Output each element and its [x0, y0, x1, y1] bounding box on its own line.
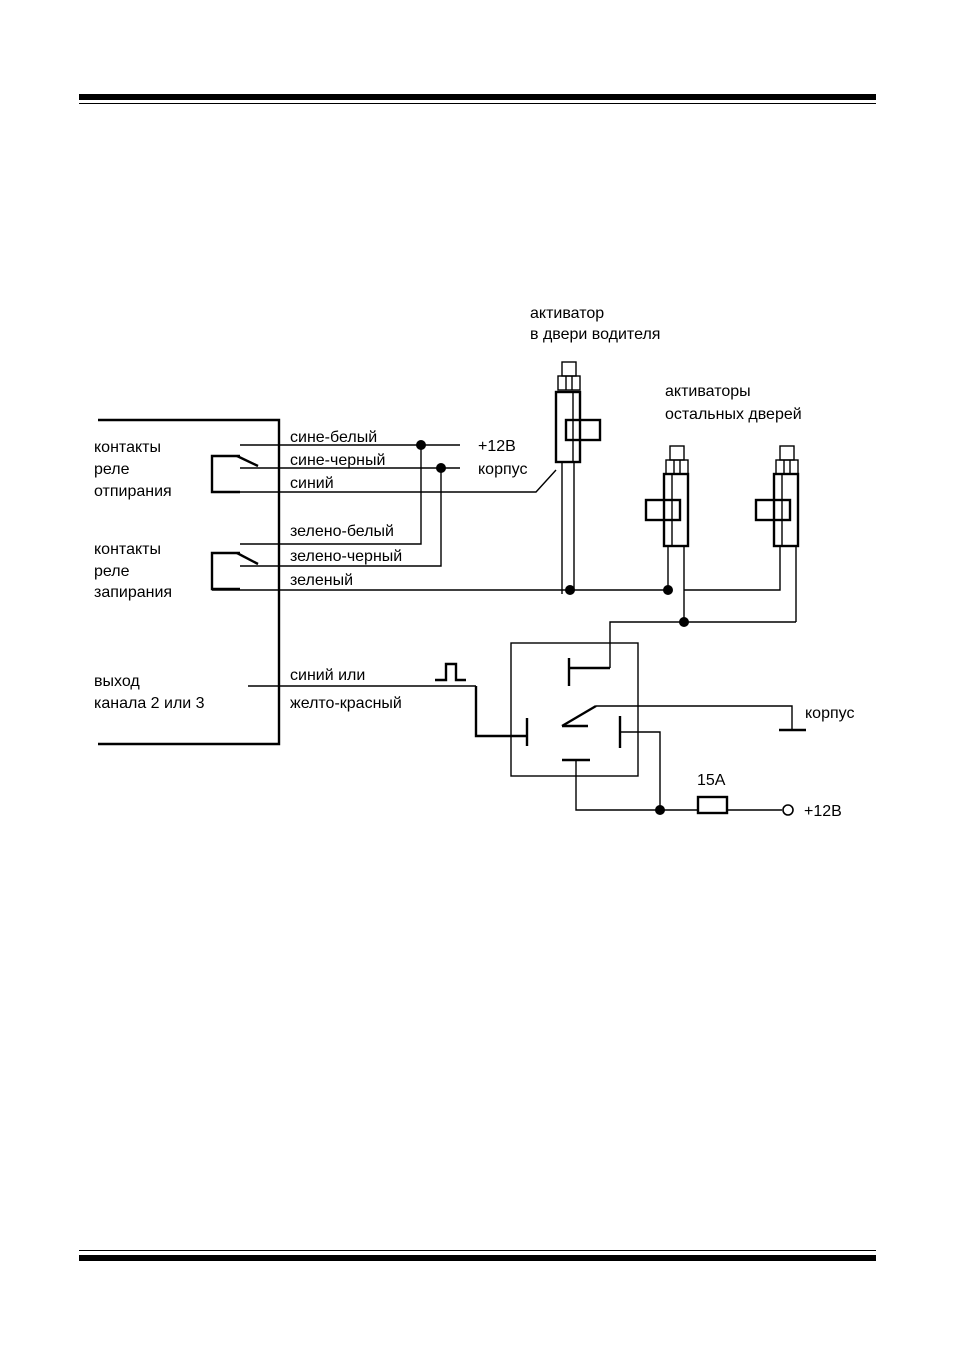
- junction-door1: [663, 585, 673, 595]
- lock-relay-contacts: [212, 553, 258, 589]
- junction-ground: [436, 463, 446, 473]
- door-actuator-1: [646, 446, 688, 622]
- label-lock-relay-1: контакты: [94, 541, 161, 558]
- label-other-actuators-1: активаторы: [665, 383, 751, 400]
- junction-fuse: [655, 805, 665, 815]
- label-wire-green: зеленый: [290, 572, 353, 589]
- junction-driver: [565, 585, 575, 595]
- label-lock-relay-2: реле: [94, 563, 130, 580]
- unlock-relay-contacts: [212, 456, 258, 492]
- label-ground-relay: корпус: [805, 705, 854, 722]
- wire-green-right: [684, 545, 780, 590]
- label-plus12-bottom: +12В: [804, 803, 842, 820]
- driver-actuator: [556, 362, 600, 590]
- label-plus12-top: +12В: [478, 438, 516, 455]
- label-unlock-relay-2: реле: [94, 461, 130, 478]
- extra-relay-contacts: [476, 658, 806, 810]
- label-unlock-relay-1: контакты: [94, 439, 161, 456]
- label-unlock-relay-3: отпирания: [94, 483, 172, 500]
- label-fuse: 15А: [697, 772, 726, 789]
- fuse-15a: [698, 797, 727, 813]
- junction-plus12: [416, 440, 426, 450]
- label-wire-green-black: зелено-черный: [290, 548, 402, 565]
- label-wire-blue-white: сине-белый: [290, 429, 377, 446]
- door-actuator-2: [756, 446, 798, 622]
- label-wire-channel-2: желто-красный: [290, 695, 402, 712]
- label-lock-relay-3: запирания: [94, 584, 172, 601]
- terminal-plus12: [783, 805, 793, 815]
- label-driver-actuator-2: в двери водителя: [530, 326, 660, 343]
- label-other-actuators-2: остальных дверей: [665, 406, 802, 423]
- label-channel-output-1: выход: [94, 673, 140, 690]
- label-wire-green-white: зелено-белый: [290, 523, 394, 540]
- label-driver-actuator-1: активатор: [530, 305, 604, 322]
- label-wire-blue-black: сине-черный: [290, 452, 385, 469]
- label-channel-output-2: канала 2 или 3: [94, 695, 205, 712]
- label-ground-top: корпус: [478, 461, 527, 478]
- extra-relay-box: [511, 643, 638, 776]
- label-wire-blue: синий: [290, 475, 334, 492]
- label-wire-channel-1: синий или: [290, 667, 365, 684]
- pulse-symbol-icon: [435, 664, 466, 680]
